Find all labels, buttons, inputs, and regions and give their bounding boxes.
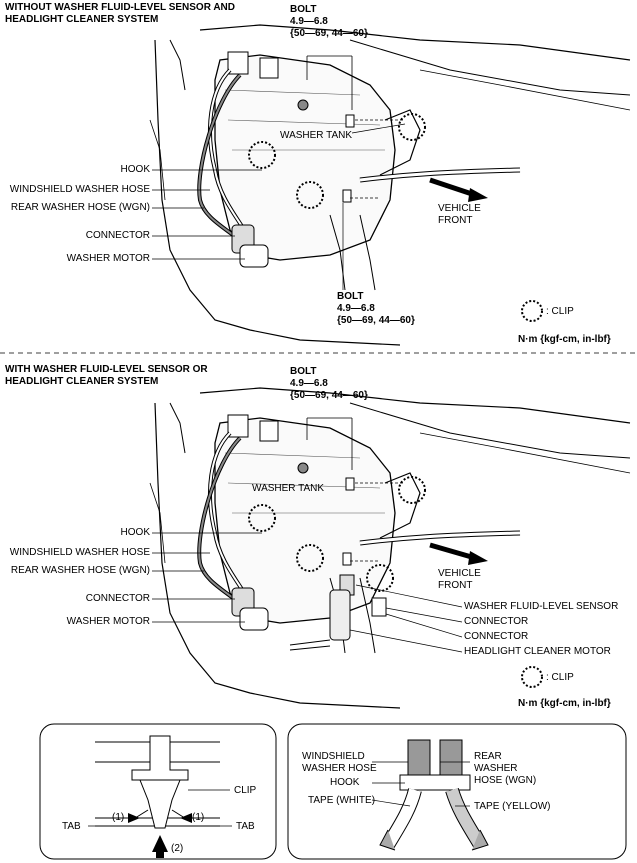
- bolt2-value: 4.9—6.8: [290, 378, 328, 389]
- clip-legend2: : CLIP: [546, 672, 574, 683]
- washer-motor2-label: WASHER MOTOR: [66, 616, 150, 627]
- bolt-bottom-value: 4.9—6.8: [337, 303, 375, 314]
- bolt-top-alt: {50—69, 44—60}: [290, 28, 368, 39]
- connector-label: CONNECTOR: [85, 230, 150, 241]
- detail-tape-white: TAPE (WHITE): [308, 795, 376, 806]
- detail-hook: HOOK: [330, 777, 360, 788]
- washer-motor-label: WASHER MOTOR: [66, 253, 150, 264]
- connector2-label: CONNECTOR: [85, 593, 150, 604]
- bolt2-name: BOLT: [290, 366, 317, 377]
- detail-step1-left: (1): [112, 812, 125, 823]
- vehicle-front2-label: VEHICLE FRONT: [438, 568, 481, 591]
- hook2-label: HOOK: [120, 527, 150, 538]
- detail-step1-right: (1): [192, 812, 205, 823]
- section1-title: WITHOUT WASHER FLUID-LEVEL SENSOR AND HE…: [5, 2, 235, 25]
- detail-step2: (2): [171, 843, 184, 854]
- bolt-top-name: BOLT: [290, 4, 317, 15]
- hook-label: HOOK: [120, 164, 150, 175]
- connector-b-label: CONNECTOR: [464, 631, 529, 642]
- detail-rear-hose: REAR WASHER HOSE (WGN): [474, 751, 537, 786]
- fluid-sensor-label: WASHER FLUID-LEVEL SENSOR: [464, 601, 619, 612]
- windshield-hose2-label: WINDSHIELD WASHER HOSE: [9, 547, 150, 558]
- detail-clip-label: CLIP: [234, 785, 257, 796]
- vehicle-front-label: VEHICLE FRONT: [438, 203, 481, 226]
- rear-hose2-label: REAR WASHER HOSE (WGN): [10, 565, 150, 576]
- connector-a-label: CONNECTOR: [464, 616, 529, 627]
- bolt2-alt: {50—69, 44—60}: [290, 390, 368, 401]
- headlight-motor-label: HEADLIGHT CLEANER MOTOR: [464, 646, 611, 657]
- clip-legend: : CLIP: [546, 306, 574, 317]
- detail-windshield-hose: WINDSHIELD WASHER HOSE: [302, 751, 377, 774]
- detail-tab-right: TAB: [236, 821, 255, 832]
- detail-tape-yellow: TAPE (YELLOW): [474, 801, 551, 812]
- rear-hose-label: REAR WASHER HOSE (WGN): [10, 202, 150, 213]
- bolt-bottom-name: BOLT: [337, 291, 364, 302]
- unit-note: N·m {kgf-cm, in-lbf}: [518, 334, 611, 345]
- detail-tab-left: TAB: [62, 821, 81, 832]
- bolt-top-value: 4.9—6.8: [290, 16, 328, 27]
- washer-tank2-label: WASHER TANK: [252, 483, 325, 494]
- washer-tank-label: WASHER TANK: [280, 130, 353, 141]
- windshield-hose-label: WINDSHIELD WASHER HOSE: [9, 184, 150, 195]
- unit-note2: N·m {kgf-cm, in-lbf}: [518, 698, 611, 709]
- bolt-bottom-alt: {50—69, 44—60}: [337, 315, 415, 326]
- section2-title: WITH WASHER FLUID-LEVEL SENSOR OR HEADLI…: [5, 364, 208, 387]
